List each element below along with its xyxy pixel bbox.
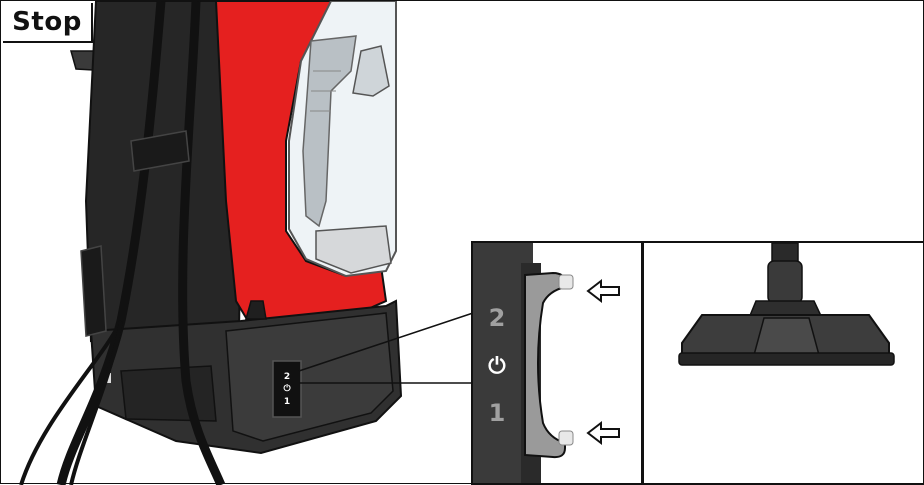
cord-clip — [80, 245, 107, 337]
unit-switch-label-top: 2 — [284, 372, 290, 382]
cyclone-filter — [302, 35, 357, 228]
unit-switch-label-bottom: 1 — [284, 397, 290, 407]
unit-switch — [272, 360, 302, 418]
rocker-top-pad — [558, 274, 574, 290]
nozzle-neck — [767, 260, 803, 304]
nozzle-base — [678, 352, 895, 366]
zoom-leader-top — [298, 312, 474, 372]
rocker-bottom-pad — [558, 430, 574, 446]
arrow-top-icon — [586, 278, 620, 304]
floor-nozzle — [678, 243, 895, 366]
rocker-switch — [524, 271, 566, 459]
step-title: Stop — [12, 7, 82, 37]
container-lid-clip — [352, 45, 390, 97]
power-cord — [56, 1, 166, 485]
nozzle-tube-top — [771, 243, 799, 264]
switch-detail-panel: 2 ⏻ 1 — [471, 241, 643, 485]
power-icon: ⏻ — [488, 354, 506, 379]
switch-label-top: 2 — [489, 304, 506, 332]
switch-label-bottom: 1 — [489, 399, 506, 427]
arrow-bottom-icon — [586, 420, 620, 446]
step-label-box: Stop — [3, 3, 93, 43]
container-base — [315, 225, 392, 274]
floor-nozzle-panel — [642, 241, 924, 485]
cord-strap — [130, 130, 190, 172]
switch-detail: 2 ⏻ 1 — [473, 243, 620, 483]
unit-switch-label-off: ⏻ — [283, 383, 291, 394]
